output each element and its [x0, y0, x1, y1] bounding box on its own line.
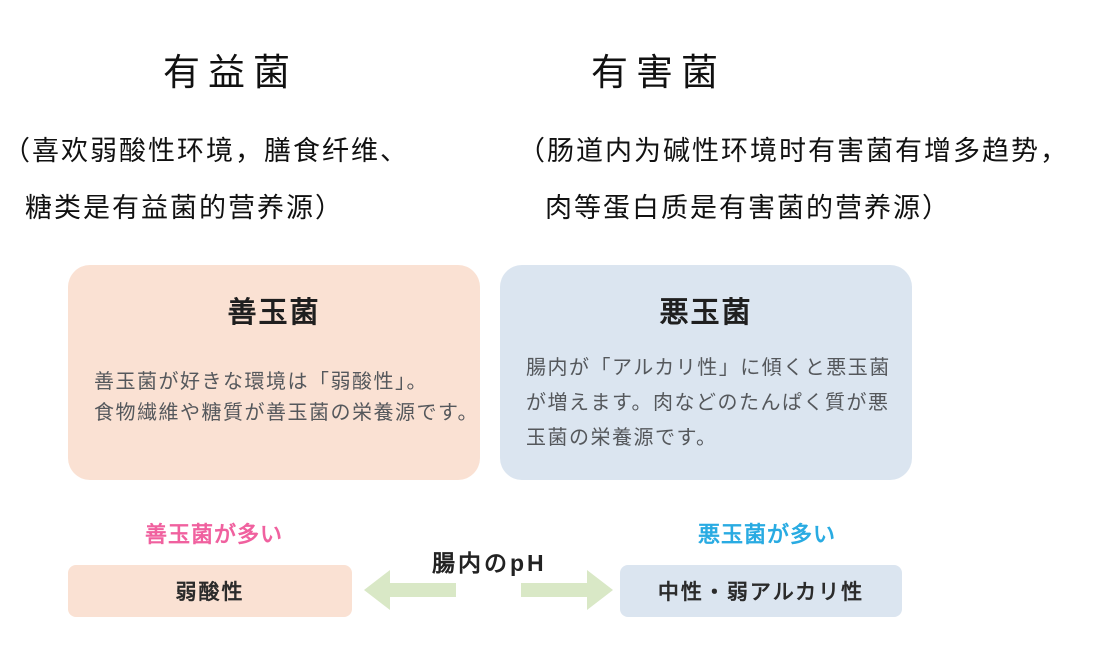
bad-card-body-line2: が増えます。肉などのたんぱく質が悪: [526, 392, 890, 414]
good-bacteria-card: 善玉菌 善玉菌が好きな環境は「弱酸性」。 食物繊維や糖質が善玉菌の栄養源です。: [68, 265, 480, 480]
good-bacteria-many-label: 善玉菌が多い: [145, 522, 284, 547]
good-bacteria-card-title: 善玉菌: [227, 297, 321, 329]
good-card-body-line2: 食物繊維や糖質が善玉菌の栄養源です。: [94, 402, 479, 424]
neutral-alkaline-box-label: 中性・弱アルカリ性: [657, 581, 865, 604]
neutral-alkaline-box: 中性・弱アルカリ性: [620, 565, 902, 617]
harmful-note-line1: （肠道内为碱性环境时有害菌有增多趋势，: [518, 136, 1069, 166]
intestinal-ph-label: 腸内のpH: [432, 550, 547, 576]
left-arrow-icon: [364, 570, 456, 610]
harmful-bacteria-heading: 有害菌: [591, 53, 726, 94]
weak-acidic-box-label: 弱酸性: [175, 581, 245, 604]
bad-card-body-line3: 玉菌の栄養源です。: [526, 427, 718, 449]
bad-bacteria-card: 悪玉菌 腸内が「アルカリ性」に傾くと悪玉菌 が増えます。肉などのたんぱく質が悪 …: [500, 265, 912, 480]
good-card-body-line1: 善玉菌が好きな環境は「弱酸性」。: [94, 371, 428, 393]
bad-bacteria-many-label: 悪玉菌が多い: [698, 522, 837, 547]
right-arrow-icon: [521, 570, 613, 610]
good-bacteria-card-body: 善玉菌が好きな環境は「弱酸性」。 食物繊維や糖質が善玉菌の栄養源です。: [94, 367, 479, 429]
beneficial-note-line1: （喜欢弱酸性环境，膳食纤维、: [3, 136, 409, 166]
bad-bacteria-card-title: 悪玉菌: [659, 297, 753, 329]
harmful-note-line2: 肉等蛋白质是有害菌的营养源）: [545, 193, 951, 223]
weak-acidic-box: 弱酸性: [68, 565, 352, 617]
bad-bacteria-card-body: 腸内が「アルカリ性」に傾くと悪玉菌 が増えます。肉などのたんぱく質が悪 玉菌の栄…: [526, 351, 902, 456]
bad-card-body-line1: 腸内が「アルカリ性」に傾くと悪玉菌: [526, 357, 891, 379]
beneficial-note-line2: 糖类是有益菌的营养源）: [25, 193, 344, 223]
beneficial-bacteria-heading: 有益菌: [163, 53, 298, 94]
